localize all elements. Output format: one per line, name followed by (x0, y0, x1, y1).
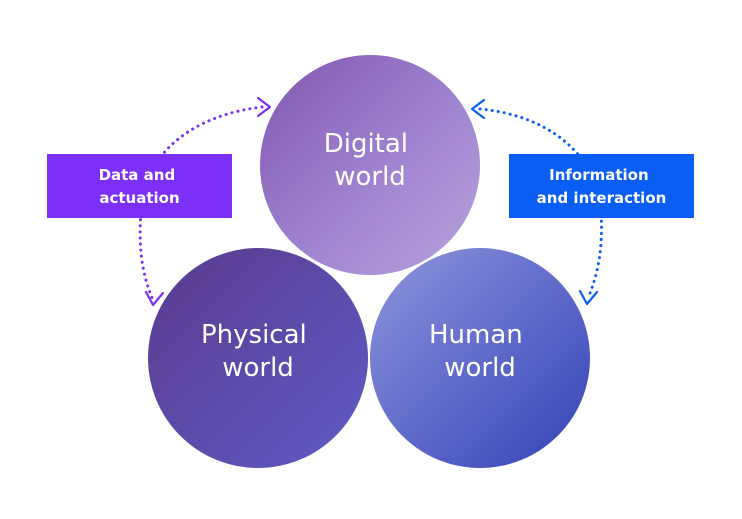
data-and-actuation-label: Data and actuation (99, 166, 181, 207)
human-world-circle (370, 248, 590, 468)
data-and-actuation-box: Data and actuation (47, 154, 232, 218)
right-top-arrowhead (470, 98, 486, 120)
information-and-interaction-box-bg (509, 154, 694, 218)
left-top-arrowhead (256, 96, 272, 118)
digital-world-label: Digital world (324, 129, 417, 192)
information-and-interaction-box: Information and interaction (509, 154, 694, 218)
information-and-interaction-label: Information and interaction (537, 166, 667, 207)
right-bottom-arrowhead (578, 289, 599, 306)
data-and-actuation-box-bg (47, 154, 232, 218)
physical-world-circle (148, 248, 368, 468)
physical-world-label: Physical world (201, 320, 315, 383)
left-bottom-arrowhead (144, 290, 165, 307)
right-dotted-arc (478, 107, 603, 300)
human-world-label: Human world (429, 320, 531, 383)
digital-world-circle (260, 55, 480, 275)
right-connector (470, 98, 603, 306)
